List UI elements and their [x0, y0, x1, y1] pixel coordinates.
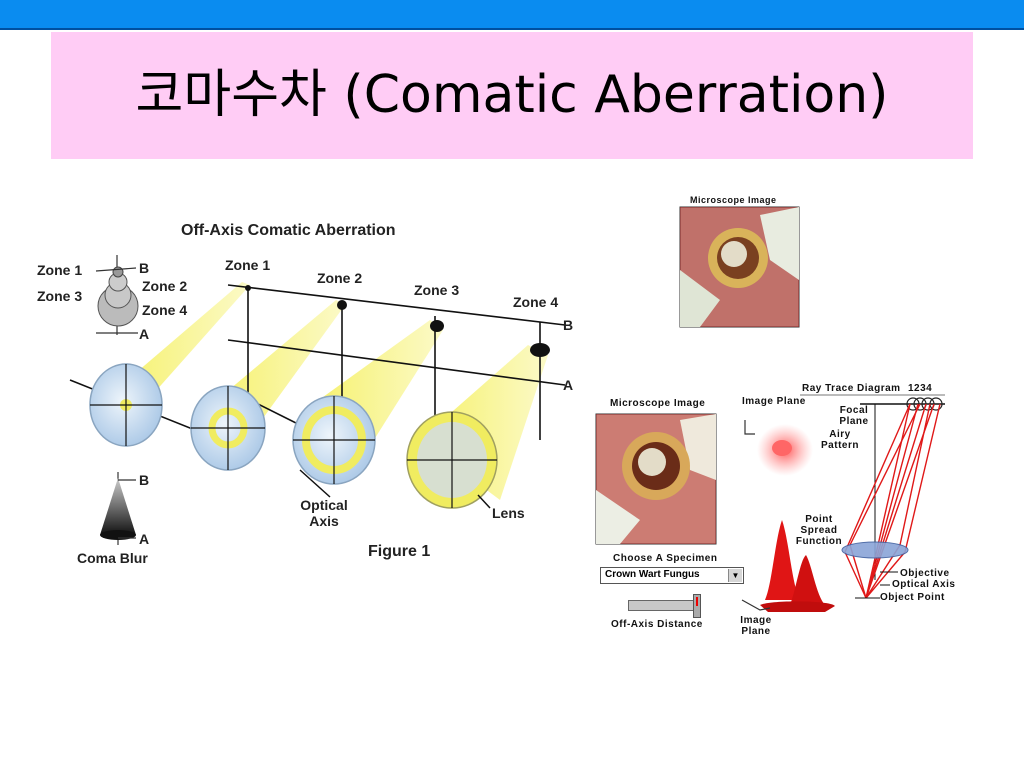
- specimen-select-value: Crown Wart Fungus: [605, 569, 700, 580]
- image-plane-label: Image Plane: [742, 396, 806, 407]
- figure-caption: Figure 1: [368, 543, 431, 560]
- inset-zone-1-label: Zone 1: [37, 262, 83, 278]
- chevron-down-icon[interactable]: ▼: [728, 569, 742, 582]
- microscope-image-top-picture: [679, 206, 800, 328]
- inset-zone-4-label: Zone 4: [142, 302, 188, 318]
- zone-inset: [95, 255, 139, 335]
- off-axis-distance-slider-track[interactable]: [628, 600, 698, 611]
- top-bar: [0, 0, 1024, 30]
- coma-blur-label: Coma Blur: [77, 550, 148, 566]
- point-spread-function-label: Point Spread Function: [795, 514, 843, 547]
- ray-trace-diagram-label: Ray Trace Diagram: [802, 383, 901, 394]
- zone-4-label: Zone 4: [513, 294, 559, 310]
- zone-numbers-label: 1234: [908, 383, 933, 394]
- microscope-image-label: Microscope Image: [610, 398, 706, 409]
- microscope-image-top-label: Microscope Image: [690, 195, 777, 205]
- coma-blur-shape: [100, 472, 136, 545]
- lens-4: [406, 411, 498, 509]
- zone-1-label: Zone 1: [225, 257, 271, 273]
- coma-blur-b-label: B: [139, 472, 150, 488]
- lens-leader: [477, 494, 491, 509]
- lens-label: Lens: [492, 505, 525, 521]
- optical-axis-leader: [299, 469, 331, 498]
- image-plane-arrow-top: [744, 420, 755, 435]
- inset-b-label: B: [139, 260, 150, 276]
- applet-optical-axis-label: Optical Axis: [892, 579, 956, 590]
- coma-blur-a-label: A: [139, 531, 150, 547]
- lens-2: [190, 385, 266, 471]
- image-plane-bottom-label: Image Plane: [740, 615, 772, 637]
- off-axis-distance-slider-handle[interactable]: [693, 594, 701, 618]
- airy-pattern-graphic: [757, 424, 813, 476]
- zone-2-label: Zone 2: [317, 270, 363, 286]
- focal-plane-label: Focal Plane: [839, 405, 869, 427]
- choose-specimen-label: Choose A Specimen: [613, 553, 718, 564]
- lens-1: [89, 363, 163, 447]
- object-point-label: Object Point: [880, 592, 945, 603]
- inset-zone-3-label: Zone 3: [37, 288, 83, 304]
- axis-b-label: B: [563, 317, 574, 333]
- microscope-image-picture: [595, 413, 717, 545]
- off-axis-distance-label: Off-Axis Distance: [611, 619, 703, 630]
- zone-3-label: Zone 3: [414, 282, 460, 298]
- axis-a-label: A: [563, 377, 574, 393]
- lens-3: [292, 395, 376, 485]
- figure1-heading: Off-Axis Comatic Aberration: [181, 222, 396, 239]
- optical-axis-label: Optical Axis: [300, 497, 348, 529]
- inset-a-label: A: [139, 326, 150, 342]
- objective-label: Objective: [900, 568, 950, 579]
- ray-trace-graphic: [800, 394, 945, 599]
- lenses: [89, 363, 498, 509]
- airy-pattern-label: Airy Pattern: [821, 429, 859, 451]
- point-spread-function-graphic: [760, 520, 835, 612]
- slide-title: 코마수차 (Comatic Aberration): [135, 65, 889, 125]
- title-box: 코마수차 (Comatic Aberration): [51, 32, 973, 159]
- focal-spots: [245, 285, 550, 357]
- image-plane-arrow-bottom: [741, 599, 771, 611]
- inset-zone-2-label: Zone 2: [142, 278, 188, 294]
- specimen-select[interactable]: Crown Wart Fungus ▼: [600, 567, 744, 584]
